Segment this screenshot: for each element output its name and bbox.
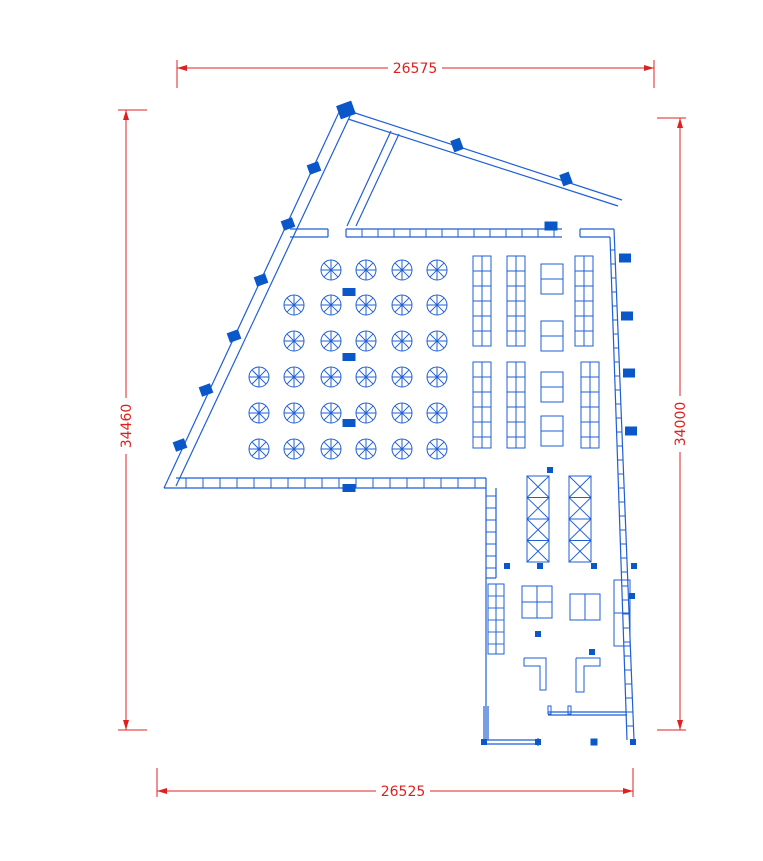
dimension-right-label: 34000 — [673, 402, 689, 447]
column-block — [342, 484, 356, 492]
square-table-2 — [569, 593, 601, 621]
column-block — [591, 563, 597, 569]
column-block — [198, 383, 214, 397]
column-block — [306, 161, 322, 175]
round-table-icon — [391, 438, 413, 460]
round-table-icon — [320, 438, 342, 460]
small-table-4 — [540, 415, 564, 447]
desk-1 — [523, 657, 547, 691]
column-block — [450, 137, 464, 153]
column-block — [625, 426, 637, 436]
dimension-top-label: 26575 — [393, 61, 438, 77]
round-table-icon — [426, 294, 448, 316]
round-table-icon — [391, 330, 413, 352]
round-table-icon — [355, 330, 377, 352]
column-block — [630, 739, 636, 745]
small-table-3 — [540, 371, 564, 403]
column-block — [342, 419, 356, 427]
column-block — [535, 631, 541, 637]
structural-columns — [172, 100, 637, 746]
window-mullions — [185, 229, 634, 727]
round-table-icon — [320, 366, 342, 388]
round-table-icon — [248, 366, 270, 388]
square-table-1 — [521, 585, 553, 619]
round-tables — [248, 259, 448, 460]
round-table-icon — [283, 402, 305, 424]
round-table-icon — [355, 294, 377, 316]
column-block — [481, 739, 487, 745]
column-block — [619, 253, 631, 263]
round-table-icon — [355, 259, 377, 281]
round-table-icon — [283, 438, 305, 460]
column-block — [623, 368, 635, 378]
column-block — [253, 273, 269, 287]
dimension-left-label: 34460 — [119, 404, 135, 449]
round-table-icon — [248, 438, 270, 460]
round-table-icon — [426, 402, 448, 424]
shelf-unit-6 — [580, 361, 600, 449]
round-table-icon — [283, 294, 305, 316]
column-block — [342, 353, 356, 361]
column-block — [336, 100, 356, 120]
column-block — [535, 739, 541, 745]
round-table-icon — [320, 294, 342, 316]
shelf-dividers — [473, 270, 599, 645]
column-block — [504, 563, 510, 569]
round-table-icon — [320, 330, 342, 352]
shelf-unit-7 — [487, 583, 505, 655]
round-table-icon — [355, 366, 377, 388]
furniture — [472, 255, 631, 715]
round-table-icon — [320, 259, 342, 281]
round-table-icon — [426, 366, 448, 388]
column-block — [590, 738, 598, 746]
round-table-icon — [283, 330, 305, 352]
round-table-icon — [355, 402, 377, 424]
round-table-icon — [426, 438, 448, 460]
column-block — [629, 593, 635, 599]
column-block — [547, 467, 553, 473]
wall-right — [613, 228, 635, 741]
column-block — [280, 217, 296, 231]
small-table-1 — [540, 263, 564, 295]
round-table-icon — [248, 402, 270, 424]
round-table-icon — [426, 330, 448, 352]
column-block — [172, 438, 188, 452]
shelf-unit-4 — [472, 361, 492, 449]
column-block — [589, 649, 595, 655]
wall-top-slant — [345, 109, 623, 201]
round-table-icon — [391, 366, 413, 388]
round-table-icon — [320, 402, 342, 424]
display-case-hatching — [526, 475, 592, 563]
shelf-unit-5 — [506, 361, 526, 449]
column-block — [631, 563, 637, 569]
round-table-icon — [355, 438, 377, 460]
small-table-2 — [540, 320, 564, 352]
column-block — [544, 221, 558, 231]
column-block — [621, 311, 633, 321]
round-table-icon — [426, 259, 448, 281]
column-block — [342, 288, 356, 296]
round-table-icon — [391, 402, 413, 424]
column-block — [226, 329, 242, 343]
round-table-icon — [391, 294, 413, 316]
column-block — [559, 171, 573, 187]
dimension-bottom-label: 26525 — [381, 784, 426, 800]
wall-inner-slant — [346, 130, 392, 227]
round-table-icon — [283, 366, 305, 388]
desk-2 — [575, 657, 601, 693]
column-block — [537, 563, 543, 569]
round-table-icon — [391, 259, 413, 281]
counter-right — [613, 579, 631, 647]
